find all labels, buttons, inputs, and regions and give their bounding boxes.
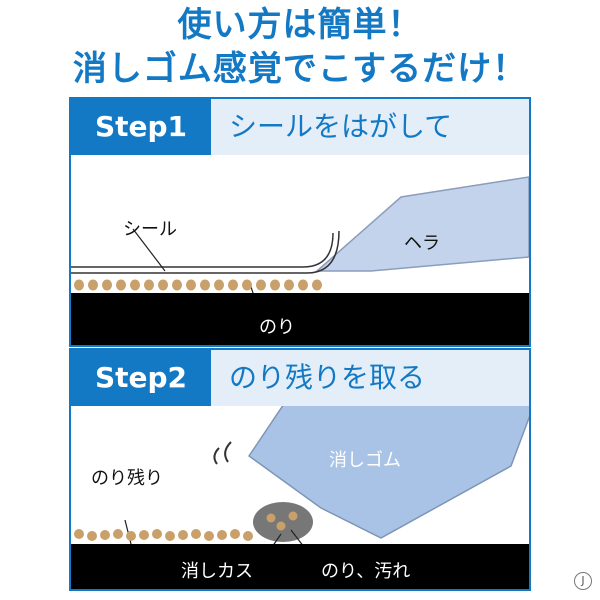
title-line-1: 使い方は簡単！ <box>177 5 423 45</box>
glue-dot <box>242 279 252 291</box>
step1-tag: Step1 <box>71 99 211 155</box>
glue-dot <box>116 279 126 291</box>
residue-dots <box>74 511 298 541</box>
crumbs-label: 消しカス <box>181 561 253 582</box>
surface <box>71 293 529 345</box>
glue-dot <box>74 279 84 291</box>
dirt-label: のり、汚れ <box>321 561 411 582</box>
residue-dot <box>152 529 162 539</box>
glue-dots <box>74 279 322 291</box>
sticker-label: シール <box>123 219 177 240</box>
residue-dot <box>243 531 253 541</box>
dirt-dot <box>276 521 286 531</box>
glue-label: のり <box>259 317 295 338</box>
glue-dot <box>172 279 182 291</box>
residue-dot <box>217 530 227 540</box>
glue-dot <box>270 279 280 291</box>
residue-dot <box>100 530 110 540</box>
step2-illustration <box>71 385 529 589</box>
eraser-label: 消しゴム <box>329 450 401 471</box>
glue-dot <box>144 279 154 291</box>
step2-scene: 消しゴム のり残り 消しカス のり、汚れ <box>71 385 529 589</box>
residue-dot <box>204 531 214 541</box>
step2-tag: Step2 <box>71 350 211 406</box>
step2-panel: Step2 のり残りを取る 消しゴム のり残り 消しカス のり、汚れ <box>69 348 531 591</box>
glue-dot <box>200 279 210 291</box>
glue-dot <box>228 279 238 291</box>
glue-dot <box>214 279 224 291</box>
glue-dot <box>88 279 98 291</box>
glue-dot <box>298 279 308 291</box>
step1-illustration <box>71 176 529 345</box>
residue-dot <box>191 529 201 539</box>
copyright-badge: J <box>574 572 592 590</box>
residue-dot <box>230 529 240 539</box>
surface <box>71 544 529 589</box>
glue-dot <box>256 279 266 291</box>
glue-dot <box>186 279 196 291</box>
dirt-dot <box>266 513 276 523</box>
glue-dot <box>284 279 294 291</box>
sticker-shape <box>71 232 334 268</box>
motion-lines <box>213 441 232 465</box>
dirt-dot <box>288 511 298 521</box>
residue-dot <box>178 530 188 540</box>
residue-label: のり残り <box>91 468 163 489</box>
step1-heading: シールをはがして <box>211 99 529 155</box>
residue-dot <box>87 531 97 541</box>
spatula-shape <box>315 176 529 272</box>
glue-dot <box>158 279 168 291</box>
step2-heading: のり残りを取る <box>211 350 529 406</box>
residue-dot <box>126 531 136 541</box>
residue-dot <box>165 531 175 541</box>
glue-dot <box>102 279 112 291</box>
title-line-2: 消しゴム感覚でこするだけ！ <box>72 49 528 89</box>
step1-scene: シール ヘラ のり <box>71 155 529 345</box>
residue-dot <box>139 530 149 540</box>
spatula-label: ヘラ <box>404 233 440 254</box>
step1-panel: Step1 シールをはがして シール ヘラ のり <box>69 97 531 347</box>
residue-dot <box>113 529 123 539</box>
residue-dot <box>74 529 84 539</box>
glue-dot <box>130 279 140 291</box>
glue-dot <box>312 279 322 291</box>
